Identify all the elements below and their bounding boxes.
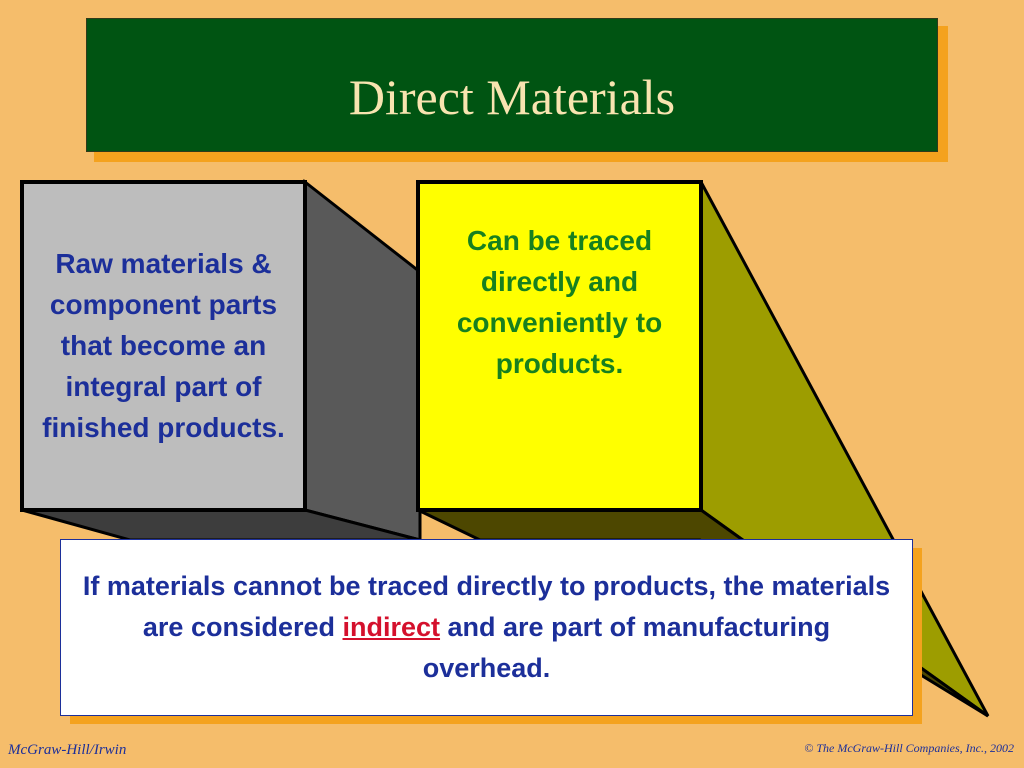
yellow-box-face <box>416 180 703 512</box>
yellow-box-text: Can be traced directly and conveniently … <box>456 225 663 379</box>
gray-box-side <box>303 178 422 542</box>
copyright-footer: © The McGraw-Hill Companies, Inc., 2002 <box>804 741 1014 755</box>
publisher-footer: McGraw-Hill/Irwin <box>8 742 127 758</box>
indirect-materials-note: If materials cannot be traced directly t… <box>60 539 913 716</box>
slide-title: Direct Materials <box>348 69 676 125</box>
title-banner: Direct Materials <box>86 18 938 152</box>
note-text-part2: and are part of manufacturing overhead. <box>422 612 831 683</box>
indirect-highlight: indirect <box>342 612 441 642</box>
gray-box-text: Raw materials & component parts that bec… <box>42 248 285 443</box>
note-text-part1: If materials cannot be traced directly t… <box>82 571 891 642</box>
gray-box-face <box>20 180 307 512</box>
note-text: If materials cannot be traced directly t… <box>81 566 892 689</box>
